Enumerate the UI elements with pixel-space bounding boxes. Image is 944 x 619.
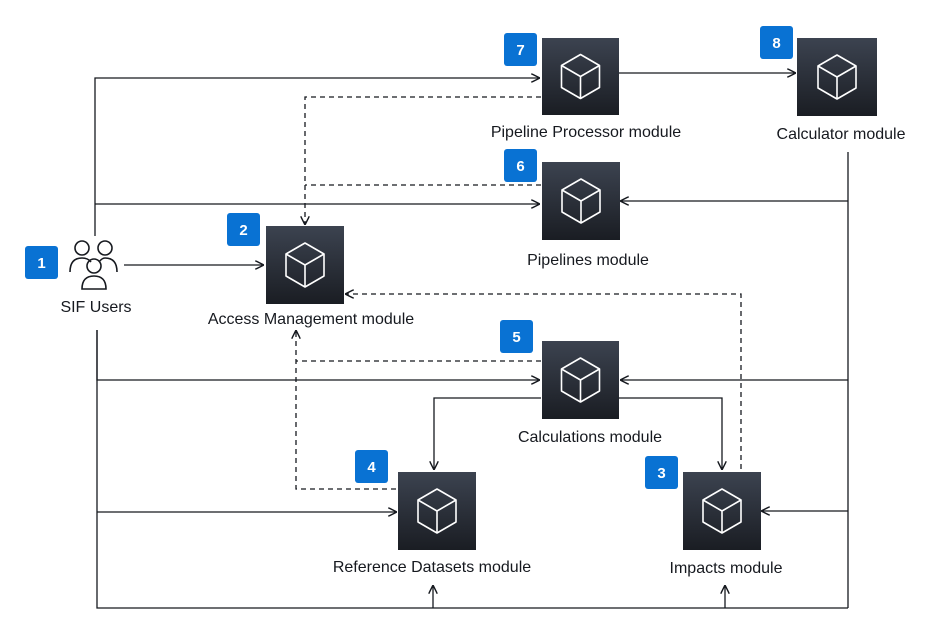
cube-icon xyxy=(560,357,601,403)
calculator-label: Calculator module xyxy=(777,126,906,143)
access-management-module: 2 Access Management module xyxy=(208,213,414,328)
users-label: SIF Users xyxy=(60,299,131,316)
reference-datasets-label: Reference Datasets module xyxy=(333,559,531,576)
access-management-label: Access Management module xyxy=(208,311,414,328)
sif-users: 1 SIF Users xyxy=(25,240,132,316)
users-icon xyxy=(69,240,118,290)
cube-icon xyxy=(702,488,742,534)
badge-8-number: 8 xyxy=(772,35,780,52)
badge-6 xyxy=(504,149,537,182)
calculations-module: 5 Calculations module xyxy=(500,320,662,446)
badge-2-number: 2 xyxy=(239,222,247,239)
calculations-label: Calculations module xyxy=(518,429,662,446)
badge-2 xyxy=(227,213,260,246)
reference-datasets-to-access-dashed xyxy=(296,331,396,490)
badge-5 xyxy=(500,320,533,353)
reference-datasets-module: 4 Reference Datasets module xyxy=(333,450,531,576)
calculations-to-reference-datasets-arrow xyxy=(434,397,541,469)
badge-8 xyxy=(760,26,793,59)
pipeline-processor-label: Pipeline Processor module xyxy=(491,124,681,141)
cube-icon xyxy=(417,488,457,534)
impacts-to-access-dashed xyxy=(346,294,742,469)
calculations-to-impacts-arrow xyxy=(619,397,722,469)
pipelines-module: 6 Pipelines module xyxy=(504,149,649,269)
pipelines-label: Pipelines module xyxy=(527,252,649,269)
badge-6-number: 6 xyxy=(516,158,524,175)
badge-7-number: 7 xyxy=(516,42,524,59)
badge-4-number: 4 xyxy=(367,459,376,476)
badge-5-number: 5 xyxy=(512,329,520,346)
pipeline-processor-to-access-dashed xyxy=(305,96,541,224)
users-to-pipeline-processor-arrow xyxy=(94,78,539,236)
cube-icon xyxy=(817,54,857,100)
badge-7 xyxy=(504,33,537,66)
badge-4 xyxy=(355,450,388,483)
users-bottom-bus-line xyxy=(96,330,848,609)
pipeline-processor-module: 7 Pipeline Processor module xyxy=(491,33,681,141)
connectors xyxy=(94,73,849,609)
impacts-module: 3 Impacts module xyxy=(645,456,783,577)
cube-icon xyxy=(560,53,601,100)
badge-3-number: 3 xyxy=(657,465,665,482)
users-to-calculations-arrow xyxy=(96,330,539,380)
badge-1 xyxy=(25,246,58,279)
cube-icon xyxy=(285,242,325,288)
badge-1-number: 1 xyxy=(37,255,45,272)
badge-3 xyxy=(645,456,678,489)
cube-icon xyxy=(561,178,601,224)
impacts-label: Impacts module xyxy=(670,560,783,577)
calculator-module: 8 Calculator module xyxy=(760,26,906,143)
